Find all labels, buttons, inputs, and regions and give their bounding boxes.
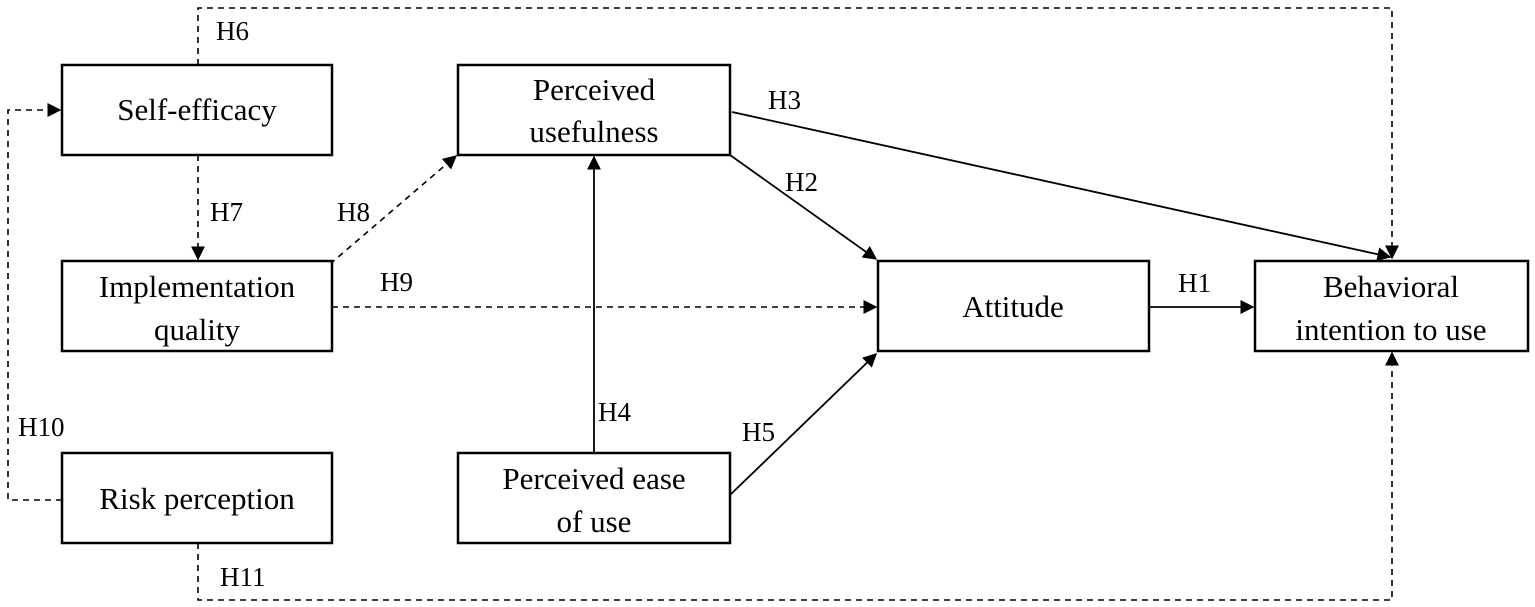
box-self-efficacy: Self-efficacy bbox=[60, 63, 334, 157]
label-risk-perception: Risk perception bbox=[99, 481, 295, 516]
path-h3 bbox=[731, 111, 1392, 262]
box-implementation-quality: Implementation quality bbox=[60, 259, 334, 353]
box-attitude: Attitude bbox=[876, 259, 1151, 353]
box-perceived-usefulness: Perceived usefulness bbox=[456, 63, 732, 157]
box-perceived-ease-of-use: Perceived ease of use bbox=[456, 451, 732, 545]
path-h5 bbox=[729, 353, 878, 496]
box-behavioral-intention: Behavioral intention to use bbox=[1253, 259, 1530, 353]
path-h11 bbox=[197, 351, 1399, 601]
hypothesis-h10: H10 bbox=[18, 412, 65, 442]
hypothesis-h11: H11 bbox=[220, 562, 266, 592]
label-perceived-usefulness-line2: usefulness bbox=[529, 114, 658, 149]
label-behavioral-intention-line2: intention to use bbox=[1295, 312, 1486, 347]
label-perceived-usefulness-line1: Perceived bbox=[533, 72, 656, 107]
path-h10 bbox=[7, 103, 62, 501]
hypothesis-h6: H6 bbox=[216, 16, 249, 46]
label-perceived-ease-of-use-line2: of use bbox=[557, 504, 632, 539]
label-implementation-quality-line1: Implementation bbox=[99, 269, 296, 304]
hypothesis-h5: H5 bbox=[742, 417, 775, 447]
label-perceived-ease-of-use-line1: Perceived ease bbox=[502, 461, 685, 496]
path-h6 bbox=[197, 7, 1399, 260]
hypothesis-h8: H8 bbox=[337, 197, 370, 227]
label-attitude: Attitude bbox=[962, 289, 1064, 324]
hypothesis-h3: H3 bbox=[768, 85, 801, 115]
hypothesis-h7: H7 bbox=[210, 197, 243, 227]
hypothesis-h2: H2 bbox=[785, 167, 818, 197]
label-implementation-quality-line2: quality bbox=[154, 312, 241, 347]
label-behavioral-intention-line1: Behavioral bbox=[1323, 269, 1459, 304]
hypothesis-h1: H1 bbox=[1178, 268, 1211, 298]
path-h8 bbox=[329, 155, 458, 265]
label-self-efficacy: Self-efficacy bbox=[117, 92, 277, 127]
box-risk-perception: Risk perception bbox=[60, 451, 334, 545]
hypothesis-h9: H9 bbox=[380, 267, 413, 297]
path-h2 bbox=[729, 154, 878, 260]
hypothesis-h4: H4 bbox=[598, 397, 631, 427]
